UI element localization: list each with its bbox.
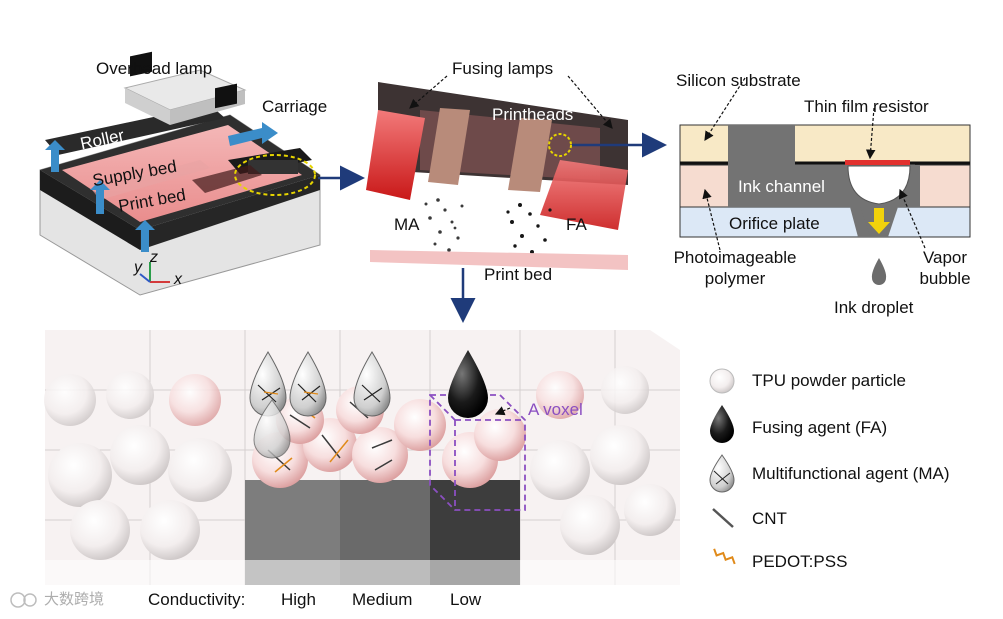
legend-cnt-label: CNT: [752, 509, 787, 528]
vapor-bubble-label-line2: bubble: [919, 269, 971, 288]
voxel-label: A voxel: [528, 400, 583, 419]
thin-film-resistor-label: Thin film resistor: [804, 97, 929, 116]
orifice-plate-label: Orifice plate: [729, 214, 820, 233]
carriage-label: Carriage: [262, 97, 328, 116]
ma-particles: [424, 198, 464, 260]
conductivity-label: Conductivity:: [148, 590, 246, 609]
vapor-bubble: [847, 165, 911, 205]
motion-arrows: [45, 122, 278, 252]
legend-tpu-label: TPU powder particle: [752, 371, 907, 390]
axis-y-label: y: [134, 259, 142, 276]
silicon-substrate: [679, 124, 971, 166]
printhead-print-bed-label: Print bed: [484, 265, 553, 284]
ink-droplet: [871, 258, 887, 285]
photoimageable-label-line2: polymer: [704, 269, 766, 288]
cnt-icon: [712, 508, 734, 528]
vapor-bubble-label-line1: Vapor: [922, 248, 968, 267]
fa-label: FA: [566, 215, 587, 234]
conductivity-low-label: Low: [450, 590, 482, 609]
pedot-pss-icon: [713, 548, 736, 565]
printheads-label: Printheads: [492, 105, 574, 124]
ink-channel-label: Ink channel: [738, 177, 825, 196]
watermark-text: 大数跨境: [44, 590, 105, 608]
axis-x-label: x: [174, 271, 182, 288]
legend-ma-label: Multifunctional agent (MA): [752, 464, 950, 483]
nozzle-highlight: [548, 133, 572, 157]
conductivity-medium-label: Medium: [352, 590, 413, 609]
carriage-highlight: [234, 154, 316, 196]
tpu-particle-icon: [709, 368, 735, 394]
overhead-lamp-label: Overhead lamp: [96, 59, 213, 78]
tpu-particles: [44, 366, 676, 560]
inkjet-cross-section: [679, 77, 971, 285]
orifice-plate: [679, 206, 971, 238]
multifunctional-agent-icon: [709, 454, 735, 493]
axis-indicator: [139, 262, 170, 283]
fusing-lamps-label: Fusing lamps: [452, 59, 554, 78]
conductivity-high-label: High: [281, 590, 316, 609]
printhead-illustration: [366, 75, 628, 270]
legend-fa-label: Fusing agent (FA): [752, 418, 888, 437]
legend-icons: [709, 368, 736, 565]
powder-bed-illustration: [44, 330, 680, 585]
fusing-agent-icon: [710, 405, 734, 443]
overhead-lamp: [123, 51, 247, 125]
legend-pedot-label: PEDOT:PSS: [752, 552, 848, 571]
watermark-logo: [10, 592, 37, 608]
ma-droplets: [249, 351, 391, 459]
voxel-outline: [429, 394, 526, 511]
fusing-lamp-right: [540, 160, 628, 230]
axis-z-label: z: [150, 249, 158, 266]
printer-illustration: [39, 51, 321, 296]
ink-droplet-label: Ink droplet: [834, 298, 914, 317]
silicon-substrate-label: Silicon substrate: [676, 71, 801, 90]
fusing-lamp-left: [366, 110, 425, 200]
photoimageable-label-line1: Photoimageable: [673, 248, 797, 267]
ma-label: MA: [394, 215, 420, 234]
fa-droplet: [448, 350, 488, 418]
thin-film-resistor: [845, 160, 910, 165]
